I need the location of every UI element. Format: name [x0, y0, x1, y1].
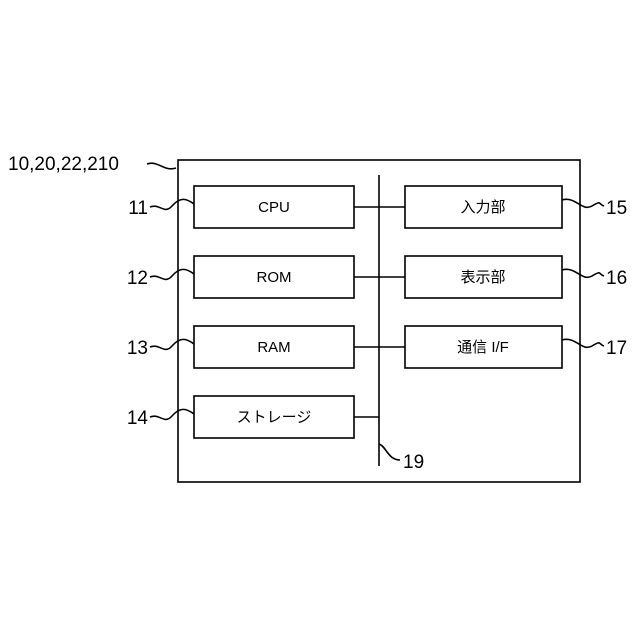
- device-ref-label: 10,20,22,210: [8, 154, 119, 175]
- block-cpu-ref-label: 11: [128, 198, 148, 219]
- block-display-unit: 表示部 16: [379, 256, 627, 298]
- bus-ref-label: 19: [403, 452, 424, 473]
- block-storage-label: ストレージ: [237, 409, 312, 426]
- block-input-unit-label: 入力部: [460, 199, 505, 216]
- block-comm-if: 通信 I/F 17: [379, 326, 627, 368]
- block-display-unit-label: 表示部: [460, 269, 505, 286]
- block-storage: ストレージ 14: [127, 396, 379, 438]
- block-ram-label: RAM: [257, 339, 290, 356]
- block-rom-label: ROM: [257, 269, 292, 286]
- block-storage-ref-label: 14: [127, 408, 149, 429]
- block-comm-if-ref-label: 17: [606, 338, 627, 359]
- block-cpu-label: CPU: [258, 199, 290, 216]
- block-rom: ROM 12: [127, 256, 379, 298]
- block-input-unit: 入力部 15: [379, 186, 627, 228]
- block-cpu: CPU 11: [128, 186, 379, 228]
- block-display-unit-ref-label: 16: [606, 268, 627, 289]
- device-ref-leader: [147, 163, 176, 169]
- block-rom-ref-label: 12: [127, 268, 148, 289]
- block-comm-if-label: 通信 I/F: [457, 339, 509, 356]
- block-input-unit-ref-label: 15: [606, 198, 627, 219]
- block-ram-ref-label: 13: [127, 338, 148, 359]
- block-ram: RAM 13: [127, 326, 379, 368]
